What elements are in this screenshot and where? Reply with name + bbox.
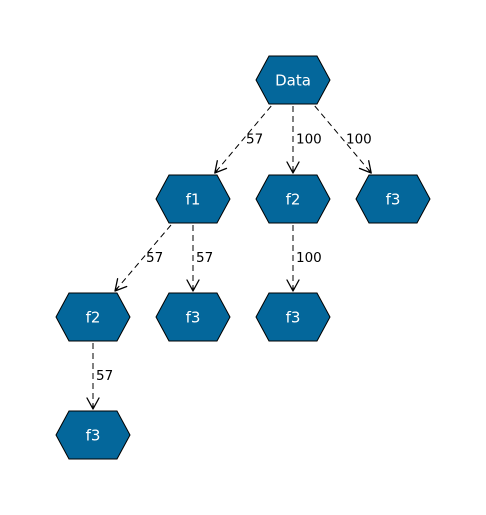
node-n_f3d: f3 xyxy=(55,410,131,460)
edge-label: 57 xyxy=(246,132,263,148)
edge-n_data-n_f1: 57 xyxy=(214,105,272,174)
hexagon-node xyxy=(255,292,331,342)
hexagon-node xyxy=(255,55,331,105)
edges-layer: 57 100 100 57 57 100 57 xyxy=(86,105,372,410)
hexagon-node xyxy=(55,410,131,460)
node-label: f1 xyxy=(186,191,201,209)
node-label: f2 xyxy=(86,309,101,327)
node-label: f3 xyxy=(286,309,301,327)
edge-n_f1-n_f3b: 57 xyxy=(186,225,213,292)
arrowhead xyxy=(114,278,128,292)
hexagon-node xyxy=(155,292,231,342)
edge-line xyxy=(214,105,272,174)
edge-n_f1-n_f2b: 57 xyxy=(114,224,172,292)
node-label: f3 xyxy=(86,427,101,445)
node-label: Data xyxy=(275,72,311,90)
node-n_data: Data xyxy=(255,55,331,105)
arrowhead xyxy=(214,160,228,174)
edge-n_f2b-n_f3d: 57 xyxy=(86,343,113,410)
node-label: f3 xyxy=(186,309,201,327)
edge-line xyxy=(314,105,372,174)
edge-n_f2a-n_f3c: 100 xyxy=(286,225,322,292)
hexagon-node xyxy=(155,174,231,224)
node-n_f3b: f3 xyxy=(155,292,231,342)
arrowhead xyxy=(186,279,200,292)
node-n_f1: f1 xyxy=(155,174,231,224)
edge-label: 57 xyxy=(146,250,163,266)
edge-label: 57 xyxy=(96,368,113,384)
node-n_f2b: f2 xyxy=(55,292,131,342)
edge-label: 57 xyxy=(196,250,213,266)
edge-label: 100 xyxy=(346,132,372,148)
hexagon-node xyxy=(255,174,331,224)
arrowhead xyxy=(358,160,372,174)
hexagon-node xyxy=(355,174,431,224)
edge-n_data-n_f3a: 100 xyxy=(314,105,372,174)
node-label: f2 xyxy=(286,191,301,209)
arrowhead xyxy=(86,397,100,410)
hexagon-node xyxy=(55,292,131,342)
edge-n_data-n_f2a: 100 xyxy=(286,106,322,174)
edge-line xyxy=(114,224,172,292)
edge-label: 100 xyxy=(296,132,322,148)
node-n_f3a: f3 xyxy=(355,174,431,224)
node-label: f3 xyxy=(386,191,401,209)
nodes-layer: Data f1 f2 f3 f2 f3 f3 f3 xyxy=(55,55,431,460)
edge-label: 100 xyxy=(296,250,322,266)
node-n_f3c: f3 xyxy=(255,292,331,342)
arrowhead xyxy=(286,279,300,292)
node-n_f2a: f2 xyxy=(255,174,331,224)
arrowhead xyxy=(286,161,300,174)
